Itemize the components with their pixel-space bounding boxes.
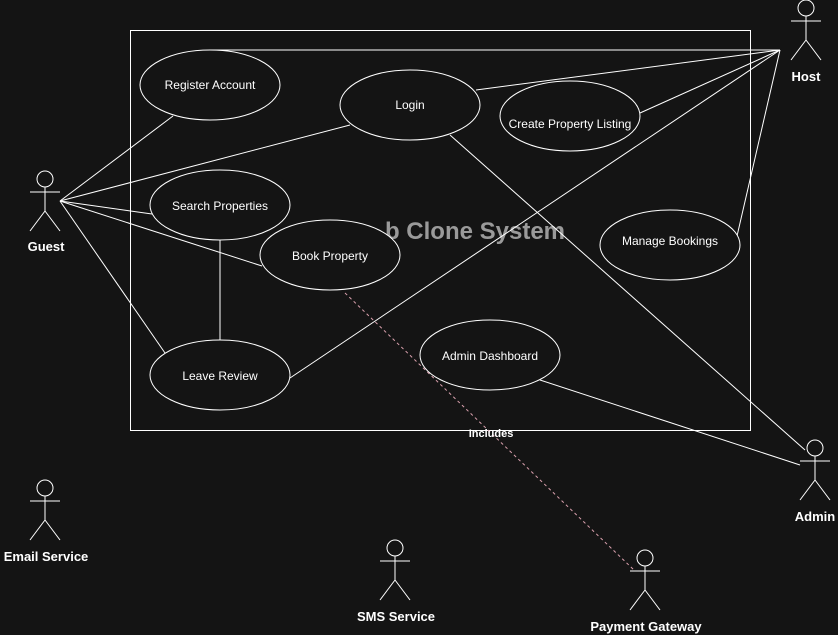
actor-guest[interactable]: Guest	[28, 170, 66, 254]
assoc-host-listing	[639, 49, 781, 114]
use-case-admin-dashboard[interactable]: Admin Dashboard	[419, 319, 561, 391]
stick-figure-icon	[379, 539, 411, 601]
stick-figure-icon	[629, 549, 661, 611]
actor-payment-gateway[interactable]: Payment Gateway	[590, 549, 702, 634]
stick-figure-icon	[799, 439, 831, 501]
actor-admin[interactable]: Admin	[795, 439, 836, 524]
assoc-guest-review	[59, 200, 166, 354]
assoc-guest-search	[59, 200, 153, 215]
use-case-book[interactable]: Book Property	[259, 219, 401, 291]
use-case-register[interactable]: Register Account	[139, 49, 281, 121]
system-title: b Clone System	[385, 218, 565, 245]
use-case-leave-review[interactable]: Leave Review	[149, 339, 291, 411]
assoc-guest-login	[59, 124, 351, 202]
assoc-host-login	[475, 49, 781, 91]
system-boundary	[130, 30, 751, 431]
actor-email-service[interactable]: Email Service	[4, 479, 89, 564]
assoc-guest-register	[59, 115, 174, 202]
use-case-login-label: Login	[395, 98, 424, 112]
stick-figure-icon	[29, 170, 61, 232]
use-case-create-listing[interactable]: Create Property Listing	[499, 80, 641, 152]
actor-host[interactable]: Host	[790, 0, 822, 84]
associations	[59, 49, 806, 466]
actor-host-label: Host	[792, 69, 822, 84]
actor-email-service-label: Email Service	[4, 549, 89, 564]
use-case-manage-bookings-label: Manage Bookings	[622, 234, 718, 248]
assoc-admin-login	[449, 134, 806, 451]
include-label: Includes	[469, 428, 514, 440]
use-case-create-listing-label: Create Property Listing	[509, 117, 632, 131]
actor-sms-service[interactable]: SMS Service	[357, 539, 435, 624]
use-case-login[interactable]: Login	[339, 69, 481, 141]
use-case-search[interactable]: Search Properties	[149, 169, 291, 241]
use-case-manage-bookings[interactable]: Manage Bookings	[599, 209, 741, 281]
actor-guest-label: Guest	[28, 239, 66, 254]
assoc-host-review	[289, 49, 781, 379]
use-case-register-label: Register Account	[165, 78, 256, 92]
actor-admin-label: Admin	[795, 509, 836, 524]
use-case-leave-review-label: Leave Review	[182, 369, 258, 383]
assoc-guest-book	[59, 200, 263, 267]
stick-figure-icon	[29, 479, 61, 541]
assoc-host-bookings	[730, 49, 781, 263]
assoc-admin-dashboard	[539, 379, 801, 466]
include-book-payment	[344, 292, 635, 571]
use-case-search-label: Search Properties	[172, 199, 268, 213]
use-case-admin-dashboard-label: Admin Dashboard	[442, 349, 538, 363]
stick-figure-icon	[790, 0, 822, 61]
use-case-book-label: Book Property	[292, 249, 368, 263]
actor-payment-gateway-label: Payment Gateway	[590, 619, 702, 634]
actor-sms-service-label: SMS Service	[357, 609, 435, 624]
